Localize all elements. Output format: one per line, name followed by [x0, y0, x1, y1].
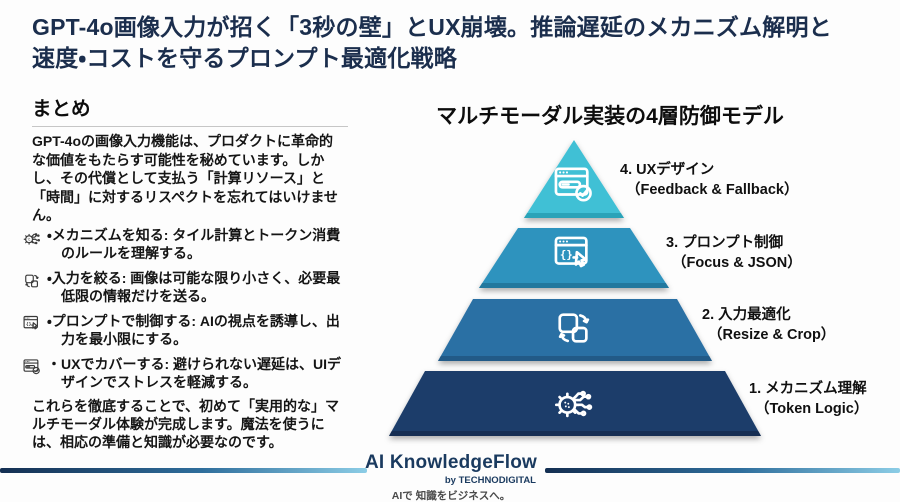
layer-label-2: 2. 入力最適化 （Resize & Crop）: [702, 305, 835, 345]
layer-label-sub: （Resize & Crop）: [708, 327, 836, 343]
pyramid-diagram: [389, 140, 761, 436]
layer-label-title: 2. 入力最適化: [702, 307, 791, 323]
layer-label-sub: （Focus & JSON）: [672, 255, 802, 271]
summary-intro: GPT-4oの画像入力機能は、プロダクトに革命的な価値をもたらす可能性を秘めてい…: [32, 133, 338, 224]
brand-name: AI KnowledgeFlow: [364, 452, 538, 473]
list-item: ・入力を絞る: 画像は可能な限り小さく、必要最低限の情報だけを送る。: [22, 269, 350, 305]
brand-byline: by TECHNODIGITAL: [444, 475, 536, 486]
list-item: ・UXでカバーする: 避けられない遅延は、UIデザインでストレスを軽減する。: [22, 355, 350, 391]
resize-crop-icon: [25, 274, 39, 288]
page-title-line1: GPT-4o画像入力が招く「3秒の壁」とUX崩壊。推論遅延のメカニズム解明と: [32, 14, 832, 40]
footer-accent-bar-left: [0, 468, 367, 473]
layer-label-title: 4. UXデザイン: [620, 162, 715, 178]
layer-label-1: 1. メカニズム理解 （Token Logic）: [749, 379, 868, 419]
summary-heading: まとめ: [32, 98, 91, 120]
layer-label-sub: （Feedback & Fallback）: [626, 182, 799, 198]
gear-circuit-icon: [23, 233, 41, 245]
list-item: ・メカニズムを知る: タイル計算とトークン消費のルールを理解する。: [22, 226, 350, 262]
summary-bullet-list: ・メカニズムを知る: タイル計算とトークン消費のルールを理解する。 ・入力を絞る…: [22, 226, 350, 398]
brand-logo: AI KnowledgeFlow by TECHNODIGITAL AIで 知識…: [362, 452, 540, 502]
brand-tagline: AIで 知識をビジネスへ。: [391, 490, 511, 502]
code-window-icon: [23, 315, 39, 330]
window-check-icon: [23, 359, 40, 375]
layer-label-title: 3. プロンプト制御: [666, 235, 784, 251]
layer-label-sub: （Token Logic）: [755, 401, 869, 417]
pyramid-layer-4: [524, 140, 624, 218]
footer-accent-bar-right: [545, 468, 900, 473]
page-title-line2: 速度・コストを守るプロンプト最適化戦略: [32, 45, 457, 71]
page-title: GPT-4o画像入力が招く「3秒の壁」とUX崩壊。推論遅延のメカニズム解明と速度…: [32, 12, 877, 74]
bullet-text: ・メカニズムを知る: タイル計算とトークン消費のルールを理解する。: [47, 227, 341, 261]
layer-label-title: 1. メカニズム理解: [749, 381, 867, 397]
pyramid-title: マルチモーダル実装の4層防御モデル: [436, 105, 784, 128]
layer-label-4: 4. UXデザイン （Feedback & Fallback）: [620, 160, 798, 200]
list-item: ・プロンプトで制御する: AIの視点を誘導し、出力を最小限にする。: [22, 312, 350, 348]
bullet-text: ・入力を絞る: 画像は可能な限り小さく、必要最低限の情報だけを送る。: [47, 270, 341, 304]
summary-outro: これらを徹底することで、初めて「実用的な」マルチモーダル体験が完成します。魔法を…: [32, 398, 340, 450]
layer-label-3: 3. プロンプト制御 （Focus & JSON）: [666, 233, 802, 273]
summary-divider: [32, 126, 348, 127]
bullet-text: ・プロンプトで制御する: AIの視点を誘導し、出力を最小限にする。: [47, 313, 340, 347]
bullet-text: ・UXでカバーする: 避けられない遅延は、UIデザインでストレスを軽減する。: [47, 356, 341, 390]
